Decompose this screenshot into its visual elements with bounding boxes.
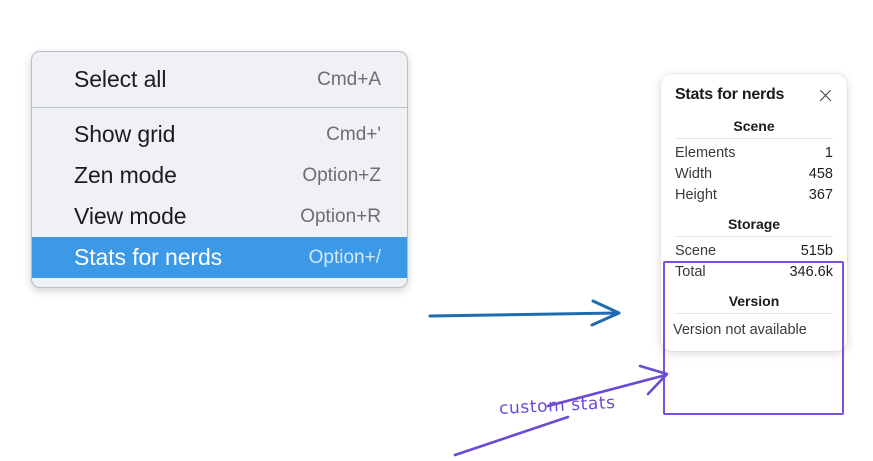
- stats-section-scene: Scene Elements 1 Width 458 Height 367: [661, 118, 847, 206]
- menu-item-shortcut: Cmd+A: [317, 68, 381, 90]
- version-text: Version not available: [673, 322, 807, 338]
- section-divider: [675, 313, 833, 314]
- menu-separator: [32, 107, 407, 108]
- menu-item-label: View mode: [74, 203, 187, 229]
- table-row: Scene 515b: [661, 241, 847, 262]
- stats-for-nerds-panel: Stats for nerds Scene Elements 1 Width 4…: [661, 74, 847, 351]
- table-row: Total 346.6k: [661, 262, 847, 283]
- menu-item-show-grid[interactable]: Show grid Cmd+': [32, 114, 407, 155]
- section-heading: Version: [728, 293, 780, 309]
- stats-panel-title: Stats for nerds: [675, 86, 785, 103]
- table-row: Height 367: [661, 185, 847, 206]
- underline-stroke-icon: [453, 415, 570, 457]
- stat-value: 458: [808, 166, 833, 182]
- menu-item-label: Show grid: [74, 121, 176, 147]
- menu-item-stats-for-nerds[interactable]: Stats for nerds Option+/: [32, 237, 407, 278]
- stat-value: 346.6k: [789, 264, 833, 280]
- menu-item-view-mode[interactable]: View mode Option+R: [32, 196, 407, 237]
- menu-item-label: Stats for nerds: [74, 244, 223, 270]
- stats-panel-header: Stats for nerds: [661, 86, 847, 104]
- menu-group-1: Select all Cmd+A: [32, 59, 407, 100]
- stat-value: 367: [808, 187, 833, 203]
- stats-section-version: Version Version not available: [661, 283, 847, 340]
- stat-key: Elements: [675, 145, 736, 161]
- section-divider: [675, 236, 833, 237]
- section-divider: [675, 138, 833, 139]
- menu-item-shortcut: Option+R: [300, 205, 381, 227]
- stat-key: Height: [675, 187, 717, 203]
- menu-item-shortcut: Option+Z: [302, 164, 381, 186]
- arrow-right-icon: [428, 299, 621, 327]
- close-icon[interactable]: [817, 87, 834, 104]
- stat-key: Width: [675, 166, 713, 182]
- stats-section-storage: Storage Scene 515b Total 346.6k: [661, 206, 847, 283]
- menu-item-shortcut: Cmd+': [326, 123, 381, 145]
- custom-stats-annotation: custom stats: [498, 392, 617, 420]
- table-row: Elements 1: [661, 143, 847, 164]
- menu-item-shortcut: Option+/: [308, 246, 381, 268]
- stat-value: 1: [824, 145, 833, 161]
- menu-item-select-all[interactable]: Select all Cmd+A: [32, 59, 407, 100]
- menu-item-label: Zen mode: [74, 162, 177, 188]
- table-row: Width 458: [661, 164, 847, 185]
- stat-key: Scene: [675, 243, 717, 259]
- menu-item-label: Select all: [74, 66, 167, 92]
- menu-group-2: Show grid Cmd+' Zen mode Option+Z View m…: [32, 114, 407, 278]
- context-menu[interactable]: Select all Cmd+A Show grid Cmd+' Zen mod…: [31, 51, 408, 288]
- menu-item-zen-mode[interactable]: Zen mode Option+Z: [32, 155, 407, 196]
- stat-key: Total: [675, 264, 706, 280]
- section-heading: Storage: [727, 216, 781, 232]
- stat-value: 515b: [800, 243, 833, 259]
- section-heading: Scene: [733, 118, 775, 134]
